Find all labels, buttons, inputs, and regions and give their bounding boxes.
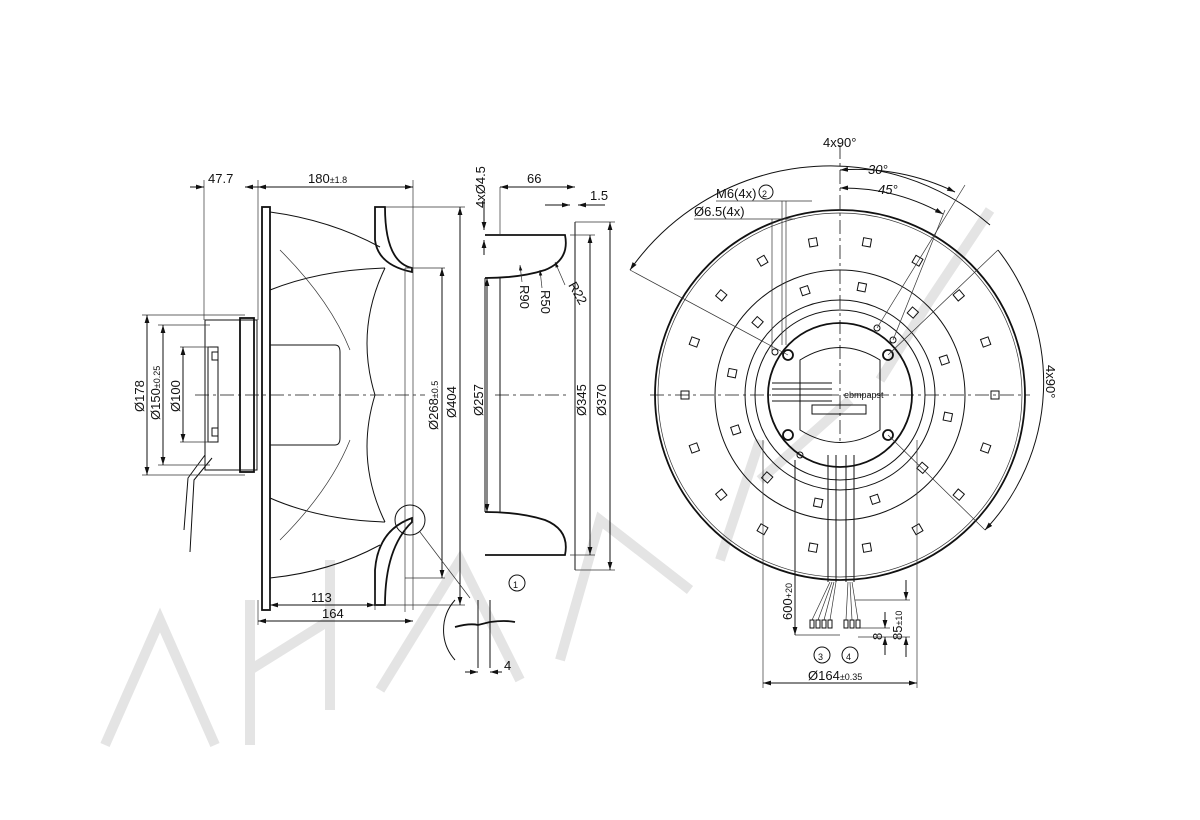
blade-tab [952,488,966,501]
blade-tab [688,442,701,454]
blade-tab [807,542,819,553]
blade-tab [990,390,1000,400]
detail-view-1: 4 [443,599,516,675]
dim-164: 164 [322,606,344,621]
dim-150: Ø150±0.25 [148,366,163,420]
blade-tab [680,390,690,400]
blade-tab [952,289,966,302]
dim-268: Ø268±0.5 [426,381,441,430]
blade-tab [861,237,873,248]
blade-tab [714,289,728,302]
dim-holes: 4xØ4.5 [473,166,488,208]
angle-45: 45° [878,182,898,197]
blade-tab [726,367,738,379]
detail-dim-4: 4 [504,658,511,673]
blade-tab [799,285,811,297]
blade-tab [911,254,924,267]
blade-tab [756,254,769,267]
dim-164-front: Ø164±0.35 [808,668,862,683]
blade-tab [856,281,868,293]
blade-tab [942,411,954,423]
blade-tab [688,336,701,348]
hole-6-5-label: Ø6.5(4x) [694,204,745,219]
blade-tab [812,497,824,509]
dim-178: Ø178 [132,380,147,412]
angle-top: 4x90° [823,135,856,150]
dim-1-5: 1.5 [590,188,608,203]
blade-tab [751,315,764,329]
dim-257: Ø257 [471,384,486,416]
angle-right: 4x90° [1043,365,1058,398]
blade-tab [869,493,881,505]
dim-113: 113 [311,590,332,605]
dim-370: Ø370 [594,384,609,416]
m6-label: M6(4x) [716,186,756,201]
blade-tab [756,523,769,536]
blade-tab [906,306,920,319]
blade-tab [916,461,929,475]
front-view: ebmpapst 4x90° 30° 45° 4x90° M6(4x) 2 Ø6… [629,135,1058,688]
dim-100: Ø100 [168,380,183,412]
dim-66: 66 [527,171,541,186]
blade-tab [730,424,742,436]
r50: R50 [538,290,553,314]
mounting-holes [771,324,897,459]
blade-tab [979,336,992,348]
blade-tab [861,542,873,553]
cable-length: 600+20 [780,583,795,620]
dim-85: 85±10 [890,611,905,640]
blade-tab [807,237,819,248]
dim-345: Ø345 [574,384,589,416]
angle-30: 30° [868,162,888,177]
blade-tab [938,354,950,366]
blade-tab [979,442,992,454]
side-view: 47.7 180±1.8 Ø178 Ø150±0.25 Ø100 Ø268±0.… [132,171,526,625]
blade-tabs [680,237,1000,553]
dim-404: Ø404 [444,386,459,418]
brand-label: ebmpapst [844,390,884,400]
detail-ref-1: 1 [513,580,518,590]
r90: R90 [517,285,532,309]
cable-connectors [809,619,861,629]
dim-47-7: 47.7 [208,171,233,186]
ref-4: 4 [846,652,851,662]
ref-3: 3 [818,652,823,662]
dim-8: 8 [870,633,885,640]
blade-tab [911,523,924,536]
ref-2: 2 [762,189,767,199]
dim-180: 180±1.8 [308,171,347,186]
blade-tab [760,471,774,484]
r22: R22 [565,279,590,307]
blade-tab [714,488,728,501]
inlet-ring-section: 66 1.5 4xØ4.5 R90 R50 R22 Ø257 Ø345 Ø370 [471,166,615,571]
